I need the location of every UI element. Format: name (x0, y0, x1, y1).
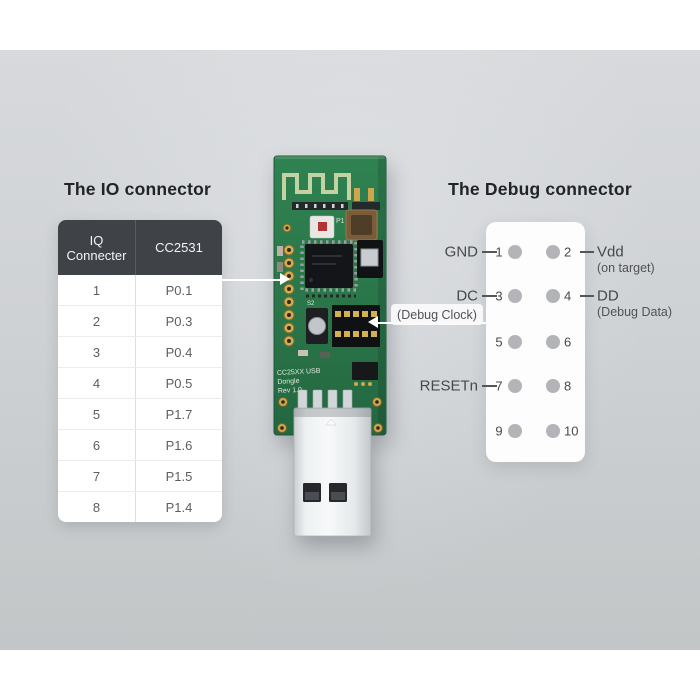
s2-button (306, 308, 328, 344)
table-row: 2 P0.3 (58, 305, 222, 336)
signal-cell: P0.5 (165, 375, 193, 391)
pin-dot (508, 379, 522, 393)
connector-dash (482, 385, 497, 387)
chip-pins (300, 240, 358, 292)
silkscreen-p1: P1 (336, 218, 345, 225)
pad-strip (292, 202, 348, 210)
signal-cell: P1.4 (165, 499, 193, 515)
connector-dash (482, 295, 497, 297)
pin-number-cell: 8 (58, 492, 136, 522)
pin-number: 9 (495, 423, 503, 439)
table-row: 7 P1.5 (58, 460, 222, 491)
pin-number-cell: 2 (58, 306, 136, 336)
table-row: 4 P0.5 (58, 367, 222, 398)
pin-label-vdd: Vdd (597, 243, 624, 261)
io-table-header-cc2531: CC2531 (155, 240, 203, 255)
signal-cell: P0.3 (165, 313, 193, 329)
pin-number: 5 (495, 334, 503, 350)
pin-number-cell: 7 (58, 461, 136, 491)
signal-cell: P1.6 (165, 437, 193, 453)
pin-sublabel: (Debug Data) (597, 305, 673, 319)
table-row: 5 P1.7 (58, 398, 222, 429)
pin-number: 1 (495, 244, 503, 260)
table-row: 3 P0.4 (58, 336, 222, 367)
pin-number-cell: 1 (58, 275, 136, 305)
usb-slot (329, 483, 347, 502)
pin-label-dc: DC (456, 287, 478, 305)
pin-dot (546, 289, 560, 303)
io-pointer-arrow-icon (280, 273, 290, 285)
pin-dot (508, 335, 522, 349)
pin-label-dd: DD (597, 287, 619, 305)
table-row: 8 P1.4 (58, 491, 222, 522)
bottom-ic (352, 362, 378, 380)
silkscreen-text: CC25XX USB Dongle Rev 1.0 (277, 368, 321, 395)
pin-sublabel: (on target) (597, 261, 655, 275)
pin-dot (546, 379, 560, 393)
pcb-board: P1 S2 (273, 155, 387, 436)
svg-text:Dongle: Dongle (277, 378, 300, 386)
debug-connector-title: The Debug connector (448, 179, 632, 199)
pin-number: 6 (564, 334, 572, 350)
io-connector-title: The IO connector (63, 179, 212, 199)
debug-header (332, 305, 380, 347)
usb-plug (293, 407, 372, 537)
io-pointer-line (222, 279, 281, 282)
signal-cell: P1.5 (165, 468, 193, 484)
usb-dongle-photo: P1 S2 (273, 155, 387, 537)
pin-number-cell: 4 (58, 368, 136, 398)
pin-dot (508, 289, 522, 303)
pin-number: 7 (495, 378, 503, 394)
pin-number-cell: 3 (58, 337, 136, 367)
antenna-trace (282, 173, 351, 200)
signal-cell: P0.1 (165, 282, 193, 298)
io-table-header-connector: IQ Connecter (58, 220, 136, 275)
svg-text:Rev 1.0: Rev 1.0 (278, 387, 303, 395)
io-table-header: IQ Connecter CC2531 (58, 220, 222, 275)
usb-shell-notch (325, 418, 337, 426)
pin-dot (546, 245, 560, 259)
antenna-pad (368, 188, 374, 201)
reset-button (357, 240, 383, 278)
pin-dot (508, 424, 522, 438)
pin-number-cell: 5 (58, 399, 136, 429)
signal-cell: P0.4 (165, 344, 193, 360)
table-row: 1 P0.1 (58, 275, 222, 305)
antenna-pad (354, 188, 360, 201)
connector-dash (580, 251, 594, 253)
svg-text:CC25XX USB: CC25XX USB (277, 368, 321, 377)
usb-slot (303, 483, 321, 502)
pin-dot (546, 335, 560, 349)
table-row: 6 P1.6 (58, 429, 222, 460)
silkscreen-s2: S2 (307, 301, 315, 307)
debug-clock-label: (Debug Clock) (391, 304, 483, 325)
pad-strip (352, 202, 380, 210)
pin-number: 8 (564, 378, 572, 394)
pin-label-resetn: RESETn (419, 377, 478, 395)
pin-dot (546, 424, 560, 438)
pin-number: 2 (564, 244, 572, 260)
io-header-line1: IQ (89, 232, 104, 248)
connector-dash (482, 251, 497, 253)
pin-label-gnd: GND (444, 243, 478, 261)
pin-number: 4 (564, 288, 572, 304)
io-header-line2: Connecter (66, 247, 127, 263)
signal-cell: P1.7 (165, 406, 193, 422)
debug-connector-card (486, 222, 585, 462)
connector-dash (580, 295, 594, 297)
debug-pointer-arrow-icon (368, 316, 378, 328)
usb-contact-pins (297, 389, 353, 411)
pin-number: 3 (495, 288, 503, 304)
pin-number: 10 (564, 423, 579, 439)
pin-dot (508, 245, 522, 259)
pin-number-cell: 6 (58, 430, 136, 460)
